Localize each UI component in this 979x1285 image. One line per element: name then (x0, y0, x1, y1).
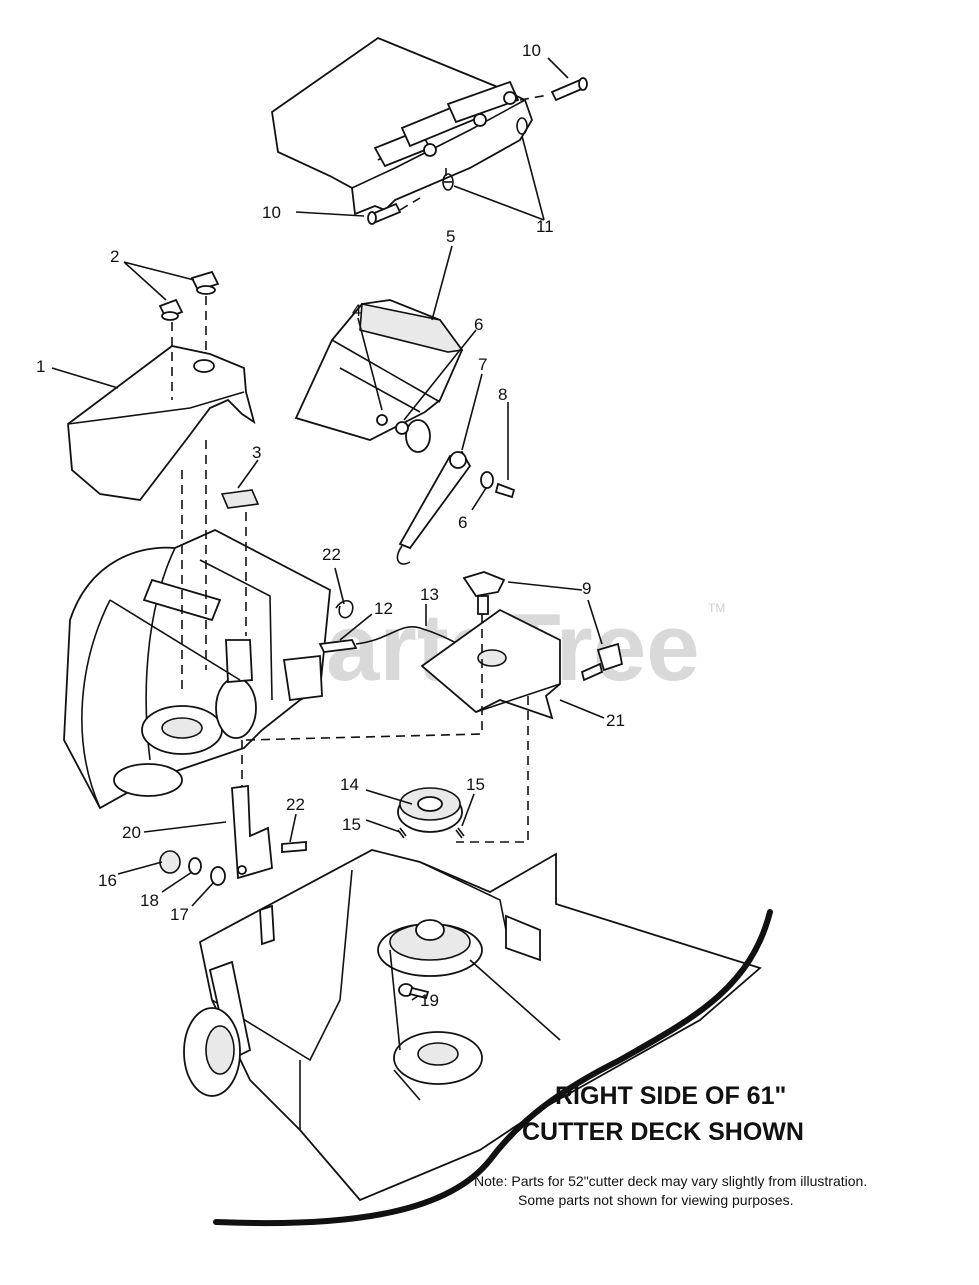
knob-right (190, 270, 220, 295)
hinge-pin-upper (550, 77, 588, 102)
bolt-22 (281, 841, 307, 853)
adjustment-rod (396, 450, 472, 565)
set-screw-left (397, 827, 407, 839)
callout-9: 9 (582, 579, 591, 598)
shoulder-bolt-19 (398, 983, 430, 1000)
callout-14: 14 (340, 775, 359, 794)
callout-18: 18 (140, 891, 159, 910)
title-line-2: CUTTER DECK SHOWN (522, 1118, 804, 1146)
latch-cable (318, 626, 471, 653)
caption: RIGHT SIDE OF 61" CUTTER DECK SHOWN Note… (474, 1082, 867, 1208)
callout-7: 7 (478, 355, 487, 374)
callout-22-top: 22 (322, 545, 341, 564)
callout-21: 21 (606, 711, 625, 730)
callout-19: 19 (420, 991, 439, 1010)
discharge-chute (294, 299, 464, 453)
mounting-block (220, 489, 260, 509)
washer-chute (480, 471, 494, 489)
cutter-deck (198, 849, 762, 1202)
knob-plate-side (580, 642, 624, 682)
callout-1: 1 (36, 357, 45, 376)
leader-lines (51, 57, 605, 1001)
hinge-pin-lower (367, 202, 402, 225)
callout-16: 16 (98, 871, 117, 890)
set-screw-right (455, 827, 465, 839)
callout-6-bottom: 6 (458, 513, 467, 532)
deflector-cover (271, 36, 533, 216)
callout-22-bottom: 22 (286, 795, 305, 814)
note-line-2: Some parts not shown for viewing purpose… (518, 1192, 793, 1208)
callout-8: 8 (498, 385, 507, 404)
hinge-clip-lower (442, 173, 454, 191)
callout-15-left: 15 (342, 815, 361, 834)
callout-2: 2 (110, 247, 119, 266)
hinge-clip-upper (516, 117, 528, 135)
callout-10-top: 10 (522, 41, 541, 60)
callout-10-bottom: 10 (262, 203, 281, 222)
callouts: 10 10 11 2 5 4 6 7 8 6 1 3 22 12 13 9 21… (36, 41, 625, 1010)
deflector-guard (67, 345, 256, 501)
note-line-1: Note: Parts for 52"cutter deck may vary … (474, 1173, 867, 1189)
bolt-chute (494, 482, 516, 499)
idler-bracket (231, 784, 273, 880)
knob-plate-top (462, 571, 506, 615)
caster-wheel (183, 1007, 241, 1097)
callout-17: 17 (170, 905, 189, 924)
flat-washer (210, 866, 226, 886)
knob-left (158, 298, 184, 321)
idler-pulley (397, 787, 463, 833)
cutaway-line (213, 909, 773, 1227)
nut (159, 850, 181, 874)
callout-12: 12 (374, 599, 393, 618)
callout-20: 20 (122, 823, 141, 842)
title-line-1: RIGHT SIDE OF 61" (555, 1082, 786, 1110)
callout-3: 3 (252, 443, 261, 462)
callout-4: 4 (352, 301, 361, 320)
callout-13: 13 (420, 585, 439, 604)
callout-6-top: 6 (474, 315, 483, 334)
watermark-trademark: TM (708, 601, 725, 615)
lock-washer (188, 857, 202, 875)
callout-5: 5 (446, 227, 455, 246)
spindle-housing (63, 529, 331, 810)
callout-11: 11 (536, 217, 554, 236)
cover-plate (420, 608, 561, 720)
callout-15-right: 15 (466, 775, 485, 794)
